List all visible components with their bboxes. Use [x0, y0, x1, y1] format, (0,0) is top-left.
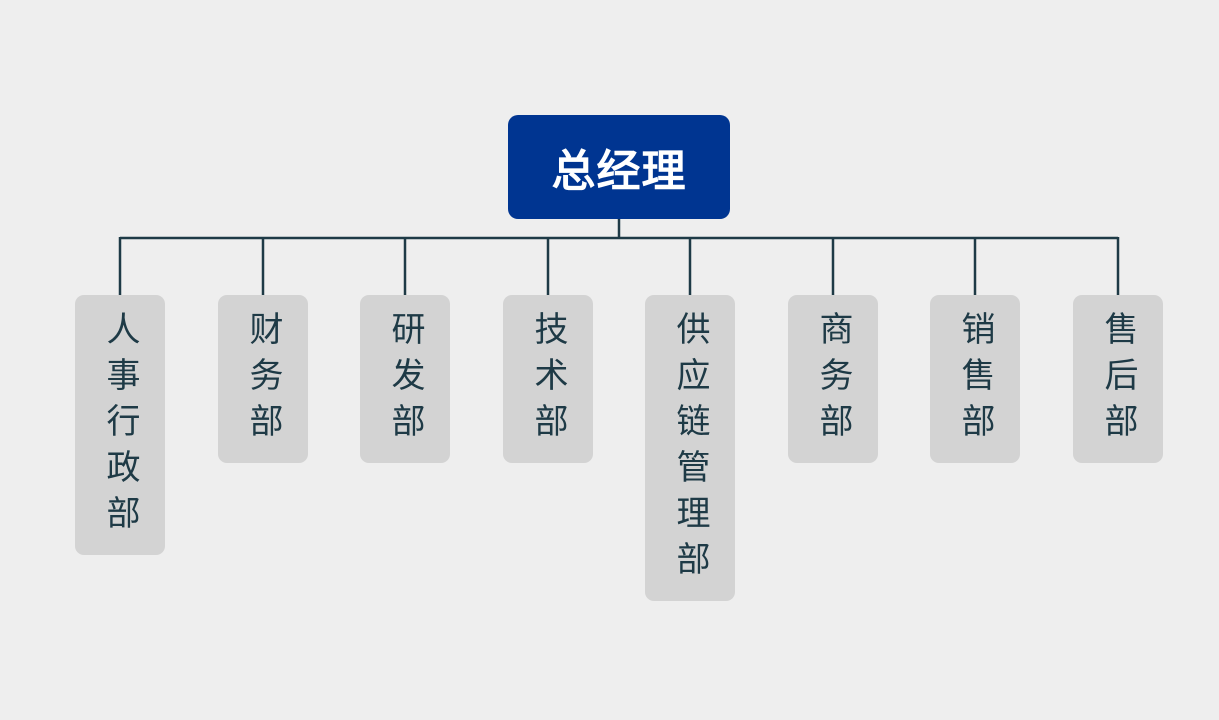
dept-node-label: 人事行政部 [100, 311, 140, 541]
dept-node-tech[interactable]: 技术部 [503, 295, 593, 463]
dept-node-finance[interactable]: 财务部 [218, 295, 308, 463]
dept-node-label: 售后部 [1098, 311, 1138, 449]
dept-node-sales[interactable]: 销售部 [930, 295, 1020, 463]
dept-node-label: 商务部 [813, 311, 853, 449]
dept-node-business[interactable]: 商务部 [788, 295, 878, 463]
dept-node-hr-admin[interactable]: 人事行政部 [75, 295, 165, 555]
dept-node-after-sales[interactable]: 售后部 [1073, 295, 1163, 463]
root-node-label: 总经理 [551, 146, 687, 197]
dept-node-label: 供应链管理部 [670, 311, 710, 587]
dept-node-label: 销售部 [955, 311, 995, 449]
dept-node-label: 财务部 [243, 311, 283, 449]
dept-node-rnd[interactable]: 研发部 [360, 295, 450, 463]
root-node-general-manager[interactable]: 总经理 [508, 115, 730, 219]
dept-node-label: 技术部 [528, 311, 568, 449]
dept-node-supply-chain[interactable]: 供应链管理部 [645, 295, 735, 601]
dept-node-label: 研发部 [385, 311, 425, 449]
